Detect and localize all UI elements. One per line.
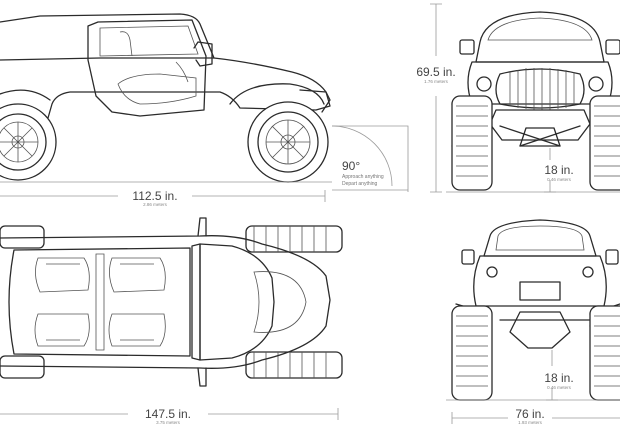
rear-cabin (483, 219, 597, 257)
rear-light-right (582, 266, 594, 278)
length-metric: 3.75 meters (156, 420, 181, 425)
rear-light-left (486, 266, 498, 278)
wheelbase-dimension-line (0, 190, 326, 202)
front-grille (495, 68, 585, 110)
side-seat (119, 31, 189, 83)
top-hood-scoop (253, 271, 307, 333)
side-door (87, 19, 207, 117)
height-metric: 1.76 meters (424, 79, 449, 84)
approach-angle-marker (331, 125, 409, 192)
side-door-window (99, 25, 199, 57)
side-mirror (193, 41, 213, 67)
width-label: 76 in. (515, 407, 544, 421)
rear-mirror-right (605, 249, 619, 265)
top-windshield (191, 243, 201, 361)
height-dimension-line (430, 3, 442, 193)
front-cabin (475, 11, 605, 63)
front-view (430, 3, 620, 193)
side-door-cutout (117, 73, 197, 105)
rear-skid (509, 311, 571, 349)
front-headlight-left (476, 76, 492, 92)
side-roof (0, 13, 331, 121)
front-skid-plate (519, 127, 561, 147)
top-hood (199, 243, 275, 361)
side-rear-fender (0, 89, 51, 101)
rear-clearance-label: 18 in. (544, 371, 573, 385)
width-metric: 1.93 meters (518, 420, 543, 425)
rear-view (446, 219, 620, 424)
rear-body (473, 255, 607, 307)
rear-window (495, 225, 585, 251)
rear-mirror-left (461, 249, 475, 265)
side-view (0, 13, 409, 202)
front-clearance-label: 18 in. (544, 163, 573, 177)
wheelbase-label: 112.5 in. (132, 189, 177, 203)
top-mirror-right (197, 367, 207, 387)
length-label: 147.5 in. (145, 407, 191, 421)
dimension-labels: 112.5 in. 2.86 meters 147.5 in. 3.75 met… (122, 62, 574, 425)
side-beltline (0, 57, 215, 61)
front-headlight-right (588, 76, 604, 92)
front-mirror-left (459, 39, 475, 55)
front-clearance-metric: 0.46 meters (547, 177, 572, 182)
front-tires (451, 95, 620, 191)
front-windshield (487, 17, 593, 41)
top-cabin (8, 247, 191, 357)
rear-tires (451, 305, 620, 401)
side-front-fender (229, 83, 325, 105)
angle-note-approach: Approach anything (342, 174, 384, 180)
top-mirror-left (197, 217, 207, 237)
front-mirror-right (605, 39, 620, 55)
top-body-outline (0, 235, 331, 369)
angle-note-depart: Depart anything (342, 181, 378, 187)
top-view (0, 217, 343, 420)
length-dimension-line (0, 408, 339, 420)
rear-plate (519, 281, 561, 301)
front-bumper (489, 109, 591, 141)
height-label: 69.5 in. (416, 65, 455, 79)
side-front-bumper (299, 89, 331, 113)
side-front-wheel (247, 101, 329, 183)
rear-clearance-metric: 0.46 meters (547, 385, 572, 390)
angle-label: 90° (342, 159, 360, 173)
wheelbase-metric: 2.86 meters (143, 202, 168, 207)
top-seats (34, 253, 166, 351)
width-dimension-line (451, 412, 620, 424)
side-rear-wheel (0, 103, 57, 181)
